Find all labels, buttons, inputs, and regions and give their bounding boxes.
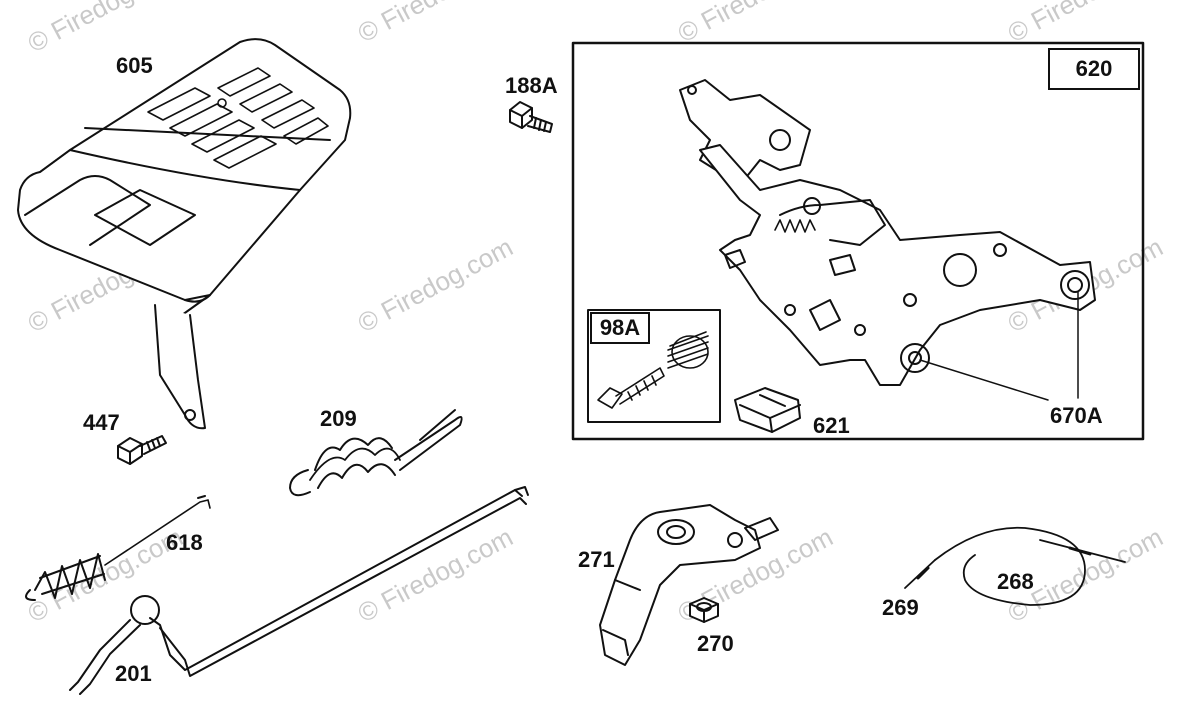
part-98A-spring-screw: [597, 331, 709, 409]
part-605-cover: [17, 38, 352, 430]
callout-269: 269: [882, 595, 919, 620]
part-188A-screw: [509, 101, 553, 133]
part-620-governor-assembly: [679, 79, 1096, 386]
part-621-clip: [734, 387, 801, 433]
leader-670A-a: [919, 359, 1049, 401]
callout-621: 621: [813, 413, 850, 438]
callout-188A: 188A: [505, 73, 558, 98]
part-268-cable: [904, 526, 1126, 606]
callout-670A: 670A: [1050, 403, 1103, 428]
part-271-lever: [599, 504, 779, 666]
part-447-screw: [117, 435, 167, 465]
callout-201: 201: [115, 661, 152, 686]
part-270-nut: [689, 597, 719, 623]
part-620-assembly-frame: [571, 41, 1145, 441]
part-98A-box: [587, 309, 721, 423]
callout-271: 271: [578, 547, 615, 572]
part-618-spring: [25, 495, 211, 601]
callout-620: 620: [1048, 48, 1140, 90]
part-209-spring: [289, 409, 463, 497]
callout-618: 618: [166, 530, 203, 555]
callout-605: 605: [116, 53, 153, 78]
callout-98A: 98A: [590, 312, 650, 344]
part-201-rod: [69, 486, 529, 695]
callout-447: 447: [83, 410, 120, 435]
callout-270: 270: [697, 631, 734, 656]
callout-209: 209: [320, 406, 357, 431]
callout-268: 268: [997, 569, 1034, 594]
